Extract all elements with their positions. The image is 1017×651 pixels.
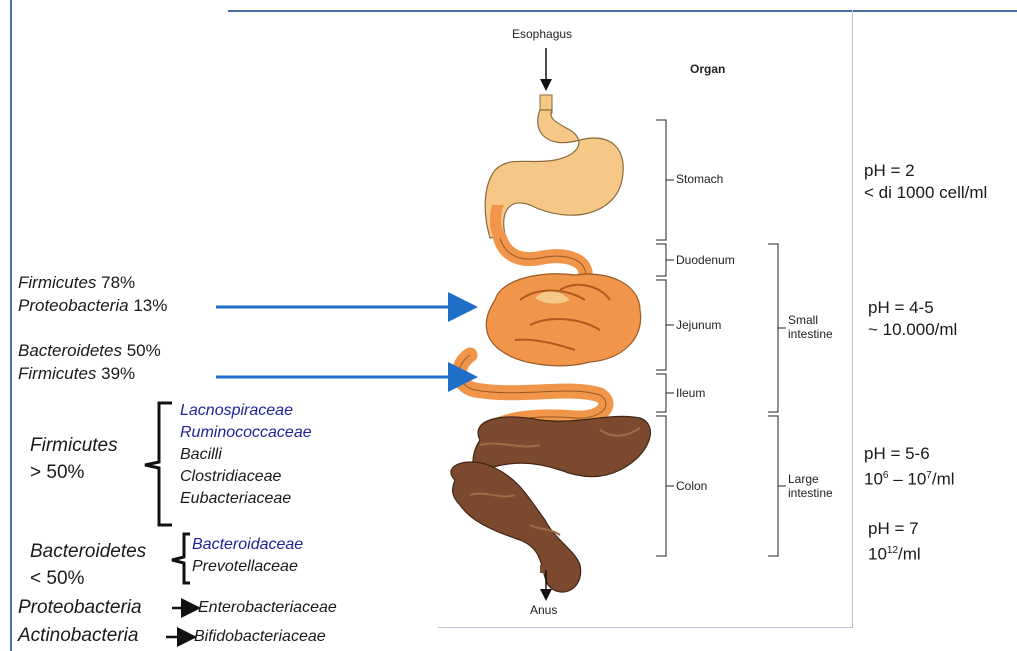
small-intestine-count: ~ 10.000/ml [868, 319, 957, 341]
region-large-line2: intestine [788, 486, 833, 500]
group-firmicutes-name: Firmicutes [30, 435, 118, 457]
region-large-line1: Large [788, 472, 833, 486]
descending-colon-shape [451, 462, 581, 592]
large-intestine-ph: pH = 5-6 [864, 443, 955, 465]
organ-header: Organ [690, 62, 725, 76]
duodenum-bracket [656, 244, 666, 276]
ileum-stats: Bacteroidetes 50% Firmicutes 39% [18, 339, 161, 385]
family-item: Eubacteriaceae [180, 488, 312, 510]
firmicutes-families: Lacnospiraceae Ruminococcaceae Bacilli C… [180, 400, 312, 510]
group-bacteroidetes-name: Bacteroidetes [30, 541, 146, 563]
jejunum-stats: Firmicutes 78% Proteobacteria 13% [18, 271, 167, 317]
stomach-bracket [656, 120, 666, 240]
small-intestine-conditions: pH = 4-5 ~ 10.000/ml [868, 297, 957, 341]
colon-end-conditions: pH = 7 1012/ml [868, 518, 921, 566]
colon-end-count: 1012/ml [868, 540, 921, 566]
family-item: Prevotellaceae [192, 556, 303, 578]
organ-label-ileum: Ileum [676, 386, 705, 400]
family-item: Bacilli [180, 444, 312, 466]
large-intestine-count: 106 – 107/ml [864, 465, 955, 491]
bacteroidetes-families: Bacteroidaceae Prevotellaceae [192, 534, 303, 578]
organ-label-jejunum: Jejunum [676, 318, 721, 332]
family-item: Bifidobacteriaceae [194, 626, 326, 648]
bacteroidetes-brace [172, 534, 190, 583]
stomach-count: < di 1000 cell/ml [864, 182, 987, 204]
family-item: Lacnospiraceae [180, 400, 312, 422]
small-intestine-bracket [768, 244, 778, 412]
colon-bracket [656, 416, 666, 556]
large-intestine-bracket [768, 416, 778, 556]
jejunum-stat-row: Proteobacteria 13% [18, 294, 167, 317]
small-intestine-ph: pH = 4-5 [868, 297, 957, 319]
stomach-ph: pH = 2 [864, 160, 987, 182]
jejunum-stat-row: Firmicutes 78% [18, 271, 167, 294]
jejunum-bracket [656, 280, 666, 370]
region-label-small-intestine: Small intestine [788, 313, 833, 341]
ileum-bracket [656, 374, 666, 412]
stomach-conditions: pH = 2 < di 1000 cell/ml [864, 160, 987, 204]
group-proteobacteria-name: Proteobacteria [18, 597, 142, 619]
group-bacteroidetes-share: < 50% [30, 568, 84, 590]
organ-label-duodenum: Duodenum [676, 253, 735, 267]
family-item: Enterobacteriaceae [198, 597, 337, 619]
family-item: Clostridiaceae [180, 466, 312, 488]
region-small-line2: intestine [788, 327, 833, 341]
large-intestine-conditions: pH = 5-6 106 – 107/ml [864, 443, 955, 491]
group-actinobacteria-name: Actinobacteria [18, 625, 138, 647]
organ-label-stomach: Stomach [676, 172, 723, 186]
ileum-stat-row: Bacteroidetes 50% [18, 339, 161, 362]
region-small-line1: Small [788, 313, 833, 327]
organ-label-colon: Colon [676, 479, 707, 493]
transverse-colon-shape [473, 416, 650, 476]
stomach-shape [485, 110, 623, 238]
family-item: Ruminococcaceae [180, 422, 312, 444]
group-firmicutes-share: > 50% [30, 462, 84, 484]
esophagus-label: Esophagus [512, 27, 572, 41]
colon-end-ph: pH = 7 [868, 518, 921, 540]
region-label-large-intestine: Large intestine [788, 472, 833, 500]
firmicutes-brace [145, 403, 172, 525]
anus-label: Anus [530, 603, 557, 617]
family-item: Bacteroidaceae [192, 534, 303, 556]
ileum-stat-row: Firmicutes 39% [18, 362, 161, 385]
